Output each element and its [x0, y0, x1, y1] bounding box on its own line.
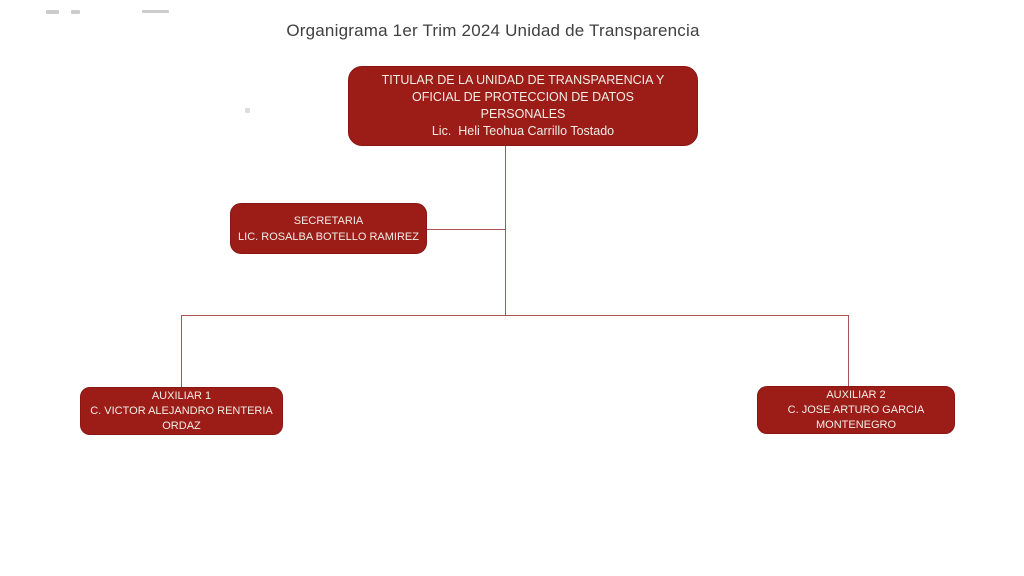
connector-auxiliar1-drop	[181, 315, 182, 387]
org-node-role-line: PERSONALES	[480, 107, 566, 121]
org-node-role-line: AUXILIAR 2	[826, 388, 886, 401]
org-node-person-name: Lic. Heli Teohua Carrillo Tostado	[431, 124, 615, 138]
scan-artifact-mark	[46, 10, 59, 14]
org-node-auxiliar1: AUXILIAR 1 C. VICTOR ALEJANDRO RENTERIA …	[80, 387, 283, 435]
org-node-role-line: OFICIAL DE PROTECCION DE DATOS	[411, 90, 635, 104]
connector-secretaria-branch	[427, 229, 505, 230]
org-node-person-name: LIC. ROSALBA BOTELLO RAMIREZ	[238, 230, 419, 243]
org-node-person-name: ORDAZ	[162, 419, 201, 432]
connector-distributor	[181, 315, 848, 316]
org-node-titular: TITULAR DE LA UNIDAD DE TRANSPARENCIA Y …	[348, 66, 698, 146]
org-node-role-line: SECRETARIA	[293, 214, 364, 227]
org-node-person-name: C. VICTOR ALEJANDRO RENTERIA	[90, 404, 273, 417]
connector-titular-trunk	[505, 146, 506, 315]
org-node-role-line: AUXILIAR 1	[151, 389, 212, 402]
page-title: Organigrama 1er Trim 2024 Unidad de Tran…	[286, 21, 700, 40]
scan-artifact-mark	[71, 10, 80, 14]
org-node-person-name: MONTENEGRO	[815, 418, 897, 431]
org-node-role-line: TITULAR DE LA UNIDAD DE TRANSPARENCIA Y	[381, 73, 665, 87]
org-node-person-name: C. JOSE ARTURO GARCIA	[787, 403, 925, 416]
org-node-auxiliar2: AUXILIAR 2 C. JOSE ARTURO GARCIA MONTENE…	[757, 386, 955, 434]
org-node-secretaria: SECRETARIA LIC. ROSALBA BOTELLO RAMIREZ	[230, 203, 427, 254]
connector-auxiliar2-drop	[848, 315, 849, 386]
scan-artifact-mark	[142, 10, 169, 13]
scan-artifact-dot	[245, 108, 250, 113]
